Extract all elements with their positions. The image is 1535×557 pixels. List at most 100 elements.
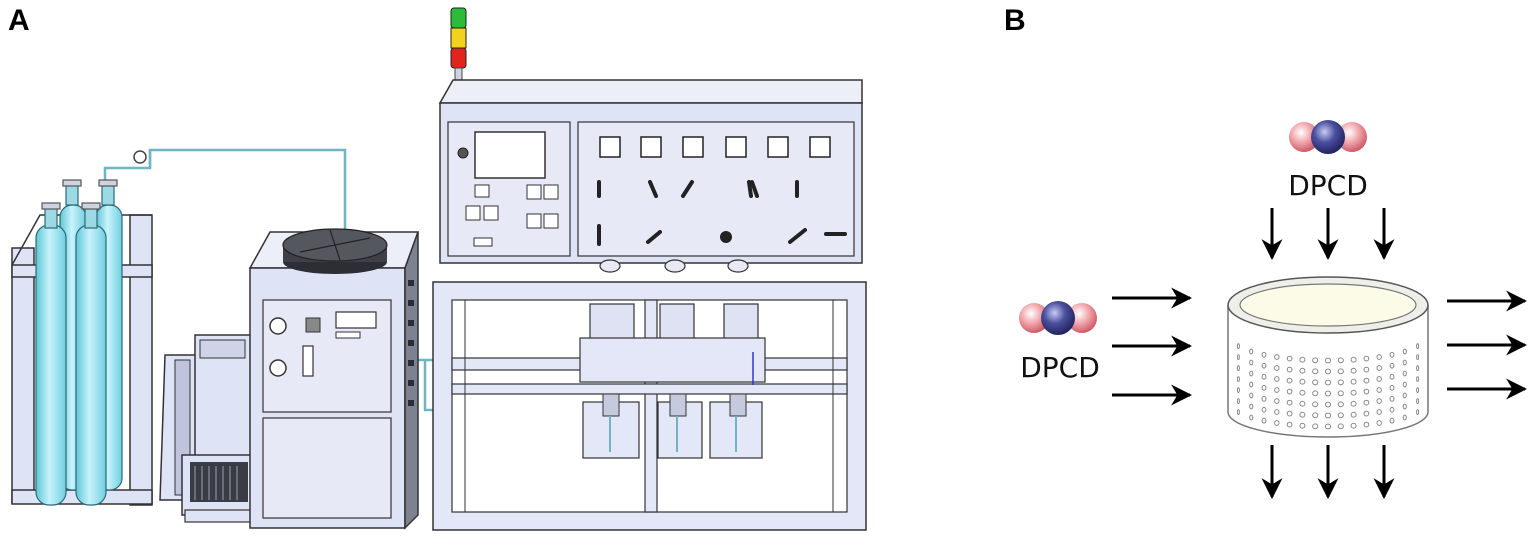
basket-hole bbox=[1299, 367, 1306, 374]
basket-hole bbox=[1249, 359, 1254, 366]
basket-hole bbox=[1261, 351, 1267, 358]
basket-hole bbox=[1261, 362, 1267, 369]
basket-hole bbox=[1363, 410, 1370, 417]
basket-hole bbox=[1261, 417, 1267, 424]
basket-hole bbox=[1249, 381, 1254, 388]
basket-hole bbox=[1312, 368, 1319, 375]
molecule-label-left: DPCD bbox=[1020, 351, 1100, 384]
basket-hole bbox=[1376, 398, 1382, 404]
basket-hole bbox=[1286, 366, 1293, 373]
basket-hole bbox=[1363, 388, 1370, 395]
basket-hole bbox=[1402, 370, 1407, 377]
basket-hole bbox=[1389, 384, 1395, 391]
pressure-gauge-icon bbox=[269, 359, 287, 377]
gas-cylinder-icon bbox=[35, 179, 123, 506]
basket-hole bbox=[1402, 359, 1407, 366]
basket-hole bbox=[1376, 376, 1382, 382]
basket-hole bbox=[1389, 406, 1395, 413]
basket-hole bbox=[1249, 403, 1254, 410]
basket-hole bbox=[1236, 409, 1240, 416]
basket-hole bbox=[1363, 366, 1370, 373]
molecule-label-top: DPCD bbox=[1288, 169, 1368, 202]
basket-hole bbox=[1416, 398, 1420, 405]
basket-hole bbox=[1402, 403, 1407, 410]
basket-hole bbox=[1299, 356, 1306, 363]
basket-hole bbox=[1376, 409, 1382, 415]
basket-hole bbox=[1376, 387, 1382, 393]
basket-hole bbox=[1274, 365, 1280, 371]
basket-hole bbox=[1312, 423, 1319, 430]
basket-hole bbox=[1389, 351, 1395, 358]
basket-hole bbox=[1350, 367, 1357, 374]
basket-hole bbox=[1324, 401, 1332, 408]
basket-hole bbox=[1299, 411, 1306, 418]
basket-hole bbox=[1402, 381, 1407, 388]
control-cabinet bbox=[438, 79, 863, 264]
basket-hole bbox=[1274, 398, 1280, 404]
basket-hole bbox=[1236, 343, 1240, 350]
basket-hole bbox=[1350, 356, 1357, 363]
basket-hole bbox=[1286, 388, 1293, 395]
basket-hole bbox=[1236, 376, 1240, 383]
chiller-lid bbox=[282, 228, 388, 274]
basket-hole bbox=[1286, 421, 1293, 428]
basket-hole bbox=[1324, 390, 1332, 397]
basket-hole bbox=[1402, 392, 1407, 399]
perforated-basket bbox=[1227, 276, 1429, 438]
basket-hole bbox=[1274, 409, 1280, 415]
basket-hole bbox=[1337, 412, 1344, 419]
basket-hole bbox=[1350, 411, 1357, 418]
basket-hole bbox=[1286, 355, 1293, 362]
basket-hole bbox=[1312, 379, 1319, 386]
basket-hole bbox=[1376, 420, 1382, 426]
basket-hole bbox=[1389, 417, 1395, 424]
basket-hole bbox=[1337, 390, 1344, 397]
basket-hole bbox=[1249, 348, 1254, 355]
basket-hole bbox=[1389, 362, 1395, 369]
panel-letter-b: B bbox=[1004, 4, 1026, 37]
basket-hole bbox=[1286, 410, 1293, 417]
basket-hole bbox=[1416, 343, 1420, 350]
basket-hole bbox=[1389, 373, 1395, 380]
basket-hole bbox=[1299, 400, 1306, 407]
basket-hole bbox=[1416, 354, 1420, 361]
electric-motor-icon bbox=[181, 454, 256, 523]
basket-hole bbox=[1402, 414, 1407, 421]
basket-hole bbox=[1416, 365, 1420, 372]
basket-hole bbox=[1350, 400, 1357, 407]
basket-hole bbox=[1350, 389, 1357, 396]
basket-hole bbox=[1350, 378, 1357, 385]
signal-beacon-icon bbox=[450, 7, 467, 83]
basket-hole bbox=[1324, 379, 1332, 386]
arrow-icon bbox=[1112, 208, 1528, 500]
basket-hole bbox=[1376, 354, 1382, 360]
basket-hole bbox=[1337, 368, 1344, 375]
basket-hole bbox=[1376, 365, 1382, 371]
basket-hole bbox=[1416, 376, 1420, 383]
basket-hole bbox=[1274, 420, 1280, 426]
basket-hole bbox=[1416, 387, 1420, 394]
basket-hole bbox=[1261, 406, 1267, 413]
basket-hole bbox=[1416, 409, 1420, 416]
basket-hole bbox=[1274, 376, 1280, 382]
basket-hole bbox=[1274, 387, 1280, 393]
basket-hole bbox=[1236, 365, 1240, 372]
basket-hole bbox=[1363, 399, 1370, 406]
basket-hole bbox=[1312, 390, 1319, 397]
basket-hole bbox=[1324, 357, 1332, 364]
basket-hole bbox=[1324, 368, 1332, 375]
basket-hole bbox=[1261, 373, 1267, 380]
basket-hole bbox=[1389, 395, 1395, 402]
basket-hole bbox=[1299, 389, 1306, 396]
pipe-gauge-icon bbox=[133, 150, 147, 164]
basket-hole bbox=[1312, 401, 1319, 408]
basket-holes bbox=[1236, 343, 1420, 430]
basket-hole bbox=[1337, 423, 1344, 430]
basket-hole bbox=[1363, 355, 1370, 362]
basket-hole bbox=[1363, 377, 1370, 384]
basket-hole bbox=[1312, 357, 1319, 364]
basket-hole bbox=[1236, 398, 1240, 405]
basket-hole bbox=[1249, 392, 1254, 399]
panel-letter-a: A bbox=[8, 4, 30, 37]
basket-hole bbox=[1402, 348, 1407, 355]
